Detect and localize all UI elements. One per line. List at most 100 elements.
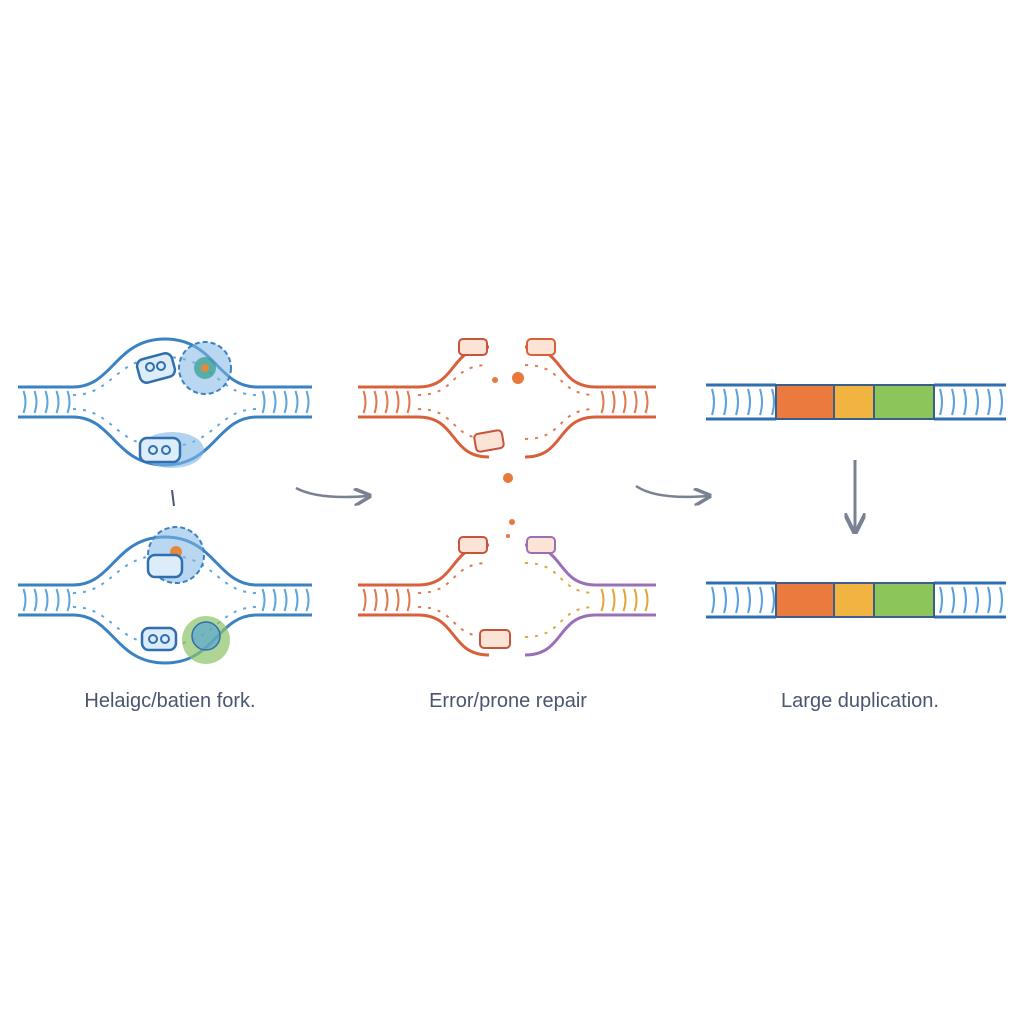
caption-error-prone-repair: Error/prone repair [429,690,587,712]
duplicated-segment-1 [775,384,835,420]
fork-top-right-rung [272,390,277,414]
repair-bottom-rung [524,606,597,638]
fork-bottom-left-rung [22,588,27,612]
repair-top-end-cap [526,338,556,356]
duplicated-segment-3 [873,582,935,618]
replication-fork-bottom [18,535,312,665]
duplicated-segment-2 [833,582,875,618]
fork-top-left-rung [44,390,49,414]
caption-large-duplication: Large duplication. [781,690,939,712]
repair-bottom-left-rung [395,588,400,612]
dup-left-rung [759,388,763,416]
dup-right-rung [975,586,979,614]
repair-top-right-rung [611,390,616,414]
repair-bottom-rung [417,606,490,638]
fork-top-right-rung [305,390,310,414]
dup-right-rung [951,388,955,416]
dup-left-rung [747,586,751,614]
repair-top-left-rung [395,390,400,414]
repair-top-right-rung [644,390,649,414]
dup-left-rung [711,586,715,614]
fork-bottom-right-rung [305,588,310,612]
fork-bottom-right-rung [283,588,288,612]
repair-bottom-strand [524,613,597,657]
fork-top-left-rung [33,390,38,414]
dna-fragment-icon [473,372,524,649]
repair-top-rung [524,364,597,396]
polymerase-icon [140,616,230,664]
repair-top-right-rung [600,390,605,414]
repair-bottom-rung [417,562,490,594]
repair-bottom-left-rung [362,588,367,612]
repair-top-left-rung [373,390,378,414]
dup-left-rung [771,586,775,614]
fork-bottom-strand [72,613,258,665]
dup-left-rung [723,388,727,416]
duplicated-dna-bottom [706,581,1006,619]
dup-right-rung [999,586,1003,614]
repair-bottom-left-rung [373,588,378,612]
fork-bottom-right-rung [272,588,277,612]
dup-right-rung [987,388,991,416]
dup-left-rung [771,388,775,416]
right-arrow-icon [635,484,708,497]
repair-bottom-rung [524,562,597,594]
repair-bottom-right-rung [600,588,605,612]
dup-right-rung [975,388,979,416]
repair-bottom-left-rung [384,588,389,612]
helicase-icon [178,341,232,395]
fork-bottom-left-rung [33,588,38,612]
broken-dna-top [358,338,656,459]
dup-right-rung [963,388,967,416]
fork-top-right-rung [294,390,299,414]
duplicated-segment-1 [775,582,835,618]
repair-top-rung [417,364,490,396]
fork-bottom-left-rung [66,588,71,612]
repair-top-strand [417,415,490,459]
fork-bottom-right-rung [294,588,299,612]
dup-right-rung [963,586,967,614]
broken-dna-bottom [358,536,656,657]
duplicated-dna-top [706,383,1006,421]
repair-top-rung [524,408,597,440]
caption-replication-fork: Helaigc/batien fork. [84,690,256,712]
repair-top-left-rung [384,390,389,414]
fork-bottom-left-rung [55,588,60,612]
clamp-icon [135,352,177,384]
repair-top-left-rung [362,390,367,414]
small-tick-mark [171,489,175,507]
dup-left-rung [711,388,715,416]
dup-right-rung [987,586,991,614]
duplicated-segment-3 [873,384,935,420]
fork-bottom-left-rung [44,588,49,612]
repair-top-end-cap [458,338,488,356]
repair-bottom-right-rung [622,588,627,612]
fork-top-left-rung [22,390,27,414]
fork-top-left-rung [55,390,60,414]
dup-right-rung [939,586,943,614]
helicase-icon [146,526,205,584]
dup-right-rung [939,388,943,416]
polymerase-icon [138,432,204,468]
dup-right-rung [951,586,955,614]
repair-bottom-right-rung [633,588,638,612]
repair-bottom-right-rung [644,588,649,612]
repair-top-left-rung [406,390,411,414]
dup-left-rung [759,586,763,614]
dup-left-rung [747,388,751,416]
repair-bottom-left-rung [406,588,411,612]
repair-top-right-rung [622,390,627,414]
dup-left-rung [723,586,727,614]
repair-bottom-end-cap [458,536,488,554]
dup-left-rung [735,388,739,416]
duplicated-segment-2 [833,384,875,420]
dup-left-rung [735,586,739,614]
repair-top-rung [417,408,490,440]
fork-top-left-rung [66,390,71,414]
repair-bottom-end-cap [526,536,556,554]
repair-bottom-strand [417,613,490,657]
repair-bottom-right-rung [611,588,616,612]
dup-right-rung [999,388,1003,416]
fork-bottom-right-rung [261,588,266,612]
